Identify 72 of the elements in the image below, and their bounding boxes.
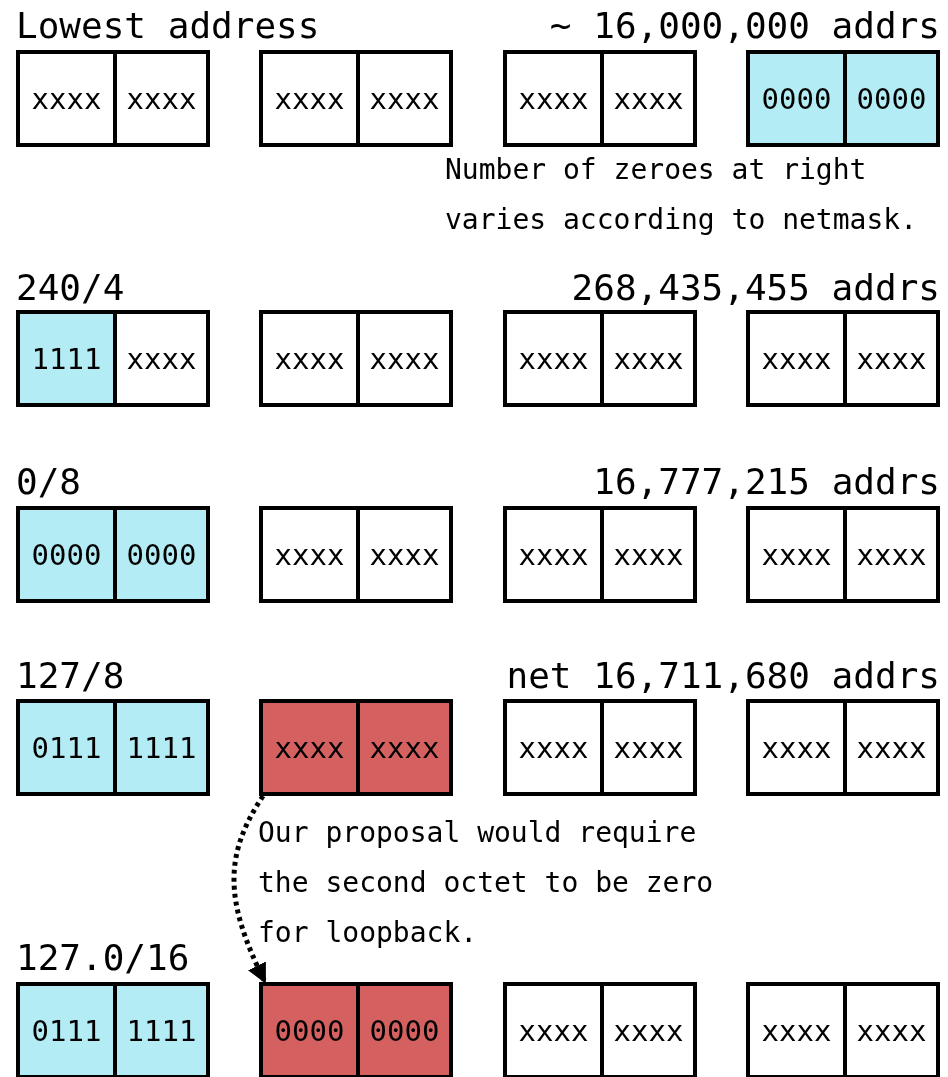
octet-box bbox=[746, 310, 940, 407]
octet-box bbox=[503, 982, 697, 1077]
nibble-cell: xxxx bbox=[507, 703, 600, 792]
nibble-cell: xxxx bbox=[113, 54, 206, 143]
nibble-cell: 0000 bbox=[20, 510, 113, 599]
nibble-cell: xxxx bbox=[750, 703, 843, 792]
octet-box bbox=[16, 982, 210, 1077]
nibble-cell: xxxx bbox=[356, 314, 449, 403]
arrow bbox=[231, 794, 268, 984]
nibble-cell: 0111 bbox=[20, 703, 113, 792]
prefix-label: 0/8 bbox=[16, 462, 82, 502]
address-count: net 16,711,680 addrs bbox=[506, 656, 940, 696]
octet-box bbox=[259, 310, 453, 407]
nibble-cell: xxxx bbox=[600, 54, 693, 143]
address-count: ~ 16,000,000 addrs bbox=[549, 6, 940, 46]
octet-box bbox=[16, 310, 210, 407]
prefix-label: 127.0/16 bbox=[16, 938, 190, 978]
nibble-cell: xxxx bbox=[507, 510, 600, 599]
octet-box bbox=[259, 50, 453, 147]
octet-box bbox=[503, 310, 697, 407]
nibble-cell: xxxx bbox=[600, 314, 693, 403]
octet-box bbox=[259, 982, 453, 1077]
nibble-cell: xxxx bbox=[507, 986, 600, 1075]
octet-box bbox=[746, 50, 940, 147]
note-text: Our proposal would require the second octet to be zero for loopback. bbox=[258, 815, 715, 951]
nibble-cell: 1111 bbox=[113, 986, 206, 1075]
nibble-cell: xxxx bbox=[113, 314, 206, 403]
nibble-cell: 0000 bbox=[750, 54, 843, 143]
nibble-cell: xxxx bbox=[356, 54, 449, 143]
prefix-label: 127/8 bbox=[16, 656, 125, 696]
nibble-cell: 1111 bbox=[20, 314, 113, 403]
address-count: 268,435,455 addrs bbox=[571, 268, 940, 308]
octet-box bbox=[259, 699, 453, 796]
octet-box bbox=[746, 982, 940, 1077]
nibble-cell: xxxx bbox=[750, 314, 843, 403]
prefix-label: 240/4 bbox=[16, 268, 125, 308]
nibble-cell: xxxx bbox=[263, 54, 356, 143]
nibble-cell: xxxx bbox=[507, 54, 600, 143]
nibble-cell: xxxx bbox=[843, 314, 936, 403]
nibble-cell: 0111 bbox=[20, 986, 113, 1075]
prefix-label: Lowest address bbox=[16, 6, 320, 46]
nibble-cell: 0000 bbox=[113, 510, 206, 599]
octet-box bbox=[503, 506, 697, 603]
nibble-cell: xxxx bbox=[20, 54, 113, 143]
octet-box bbox=[16, 699, 210, 796]
octet-box bbox=[259, 506, 453, 603]
address-count: 16,777,215 addrs bbox=[593, 462, 940, 502]
octet-box bbox=[746, 699, 940, 796]
nibble-cell: xxxx bbox=[600, 703, 693, 792]
note-text: Number of zeroes at right varies according to netmask. bbox=[445, 152, 918, 238]
nibble-cell: xxxx bbox=[750, 510, 843, 599]
nibble-cell: xxxx bbox=[843, 703, 936, 792]
nibble-cell: xxxx bbox=[843, 986, 936, 1075]
nibble-cell: xxxx bbox=[600, 510, 693, 599]
nibble-cell: xxxx bbox=[263, 314, 356, 403]
nibble-cell: 0000 bbox=[843, 54, 936, 143]
nibble-cell: 1111 bbox=[113, 703, 206, 792]
nibble-cell: xxxx bbox=[843, 510, 936, 599]
octet-box bbox=[746, 506, 940, 603]
nibble-cell: xxxx bbox=[750, 986, 843, 1075]
nibble-cell: 0000 bbox=[263, 986, 356, 1075]
octet-box bbox=[503, 699, 697, 796]
octet-box bbox=[16, 50, 210, 147]
octet-box bbox=[503, 50, 697, 147]
nibble-cell: xxxx bbox=[356, 510, 449, 599]
nibble-cell: xxxx bbox=[263, 703, 356, 792]
nibble-cell: xxxx bbox=[356, 703, 449, 792]
nibble-cell: xxxx bbox=[263, 510, 356, 599]
nibble-cell: xxxx bbox=[600, 986, 693, 1075]
octet-box bbox=[16, 506, 210, 603]
nibble-cell: 0000 bbox=[356, 986, 449, 1075]
nibble-cell: xxxx bbox=[507, 314, 600, 403]
